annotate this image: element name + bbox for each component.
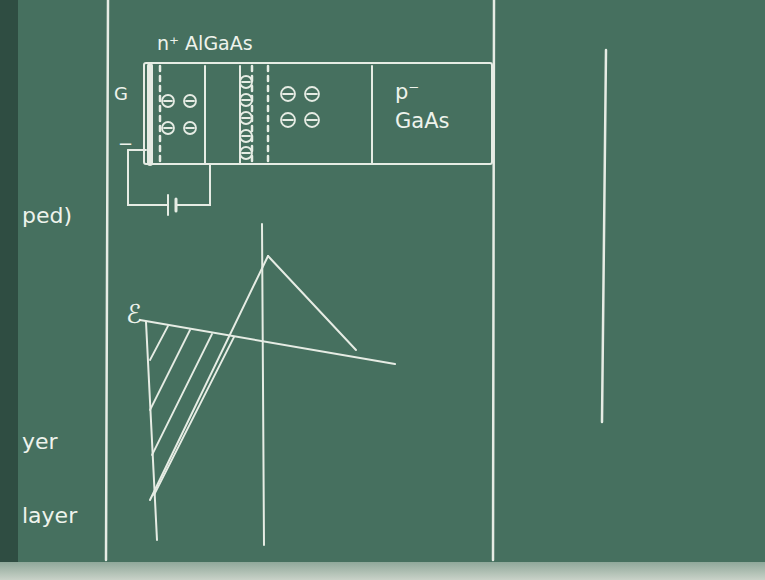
divider-line xyxy=(602,50,606,422)
interface-line xyxy=(262,224,264,545)
partial-note: yer xyxy=(22,430,58,454)
depletion-edge xyxy=(267,66,270,163)
device-bar: n⁺ AlGaAsp⁻ GaAs xyxy=(143,62,493,165)
field-symbol: ℰ xyxy=(126,300,142,329)
field-line xyxy=(146,322,157,540)
layer-line xyxy=(371,66,373,163)
divider-line xyxy=(493,0,494,560)
wire xyxy=(176,165,210,205)
field-line xyxy=(268,256,356,350)
layer-line xyxy=(204,66,206,163)
charge-symbols xyxy=(162,76,319,159)
terminal-sign: − xyxy=(118,134,133,154)
gate-label: G xyxy=(114,84,128,104)
board-edge xyxy=(0,0,18,580)
substrate-label: p⁻ GaAs xyxy=(395,78,475,137)
partial-note: layer xyxy=(22,504,77,528)
hatching xyxy=(150,326,234,495)
field-line xyxy=(150,256,268,500)
divider-line xyxy=(106,0,108,560)
axis-line xyxy=(140,320,395,364)
gate-metal xyxy=(147,66,153,163)
battery-symbol xyxy=(167,195,169,215)
depletion-edge xyxy=(159,66,162,163)
wire xyxy=(128,150,168,205)
chalk-ledge xyxy=(0,562,765,580)
partial-note: ped) xyxy=(22,204,72,228)
layer-label: n⁺ AlGaAs xyxy=(157,30,253,57)
